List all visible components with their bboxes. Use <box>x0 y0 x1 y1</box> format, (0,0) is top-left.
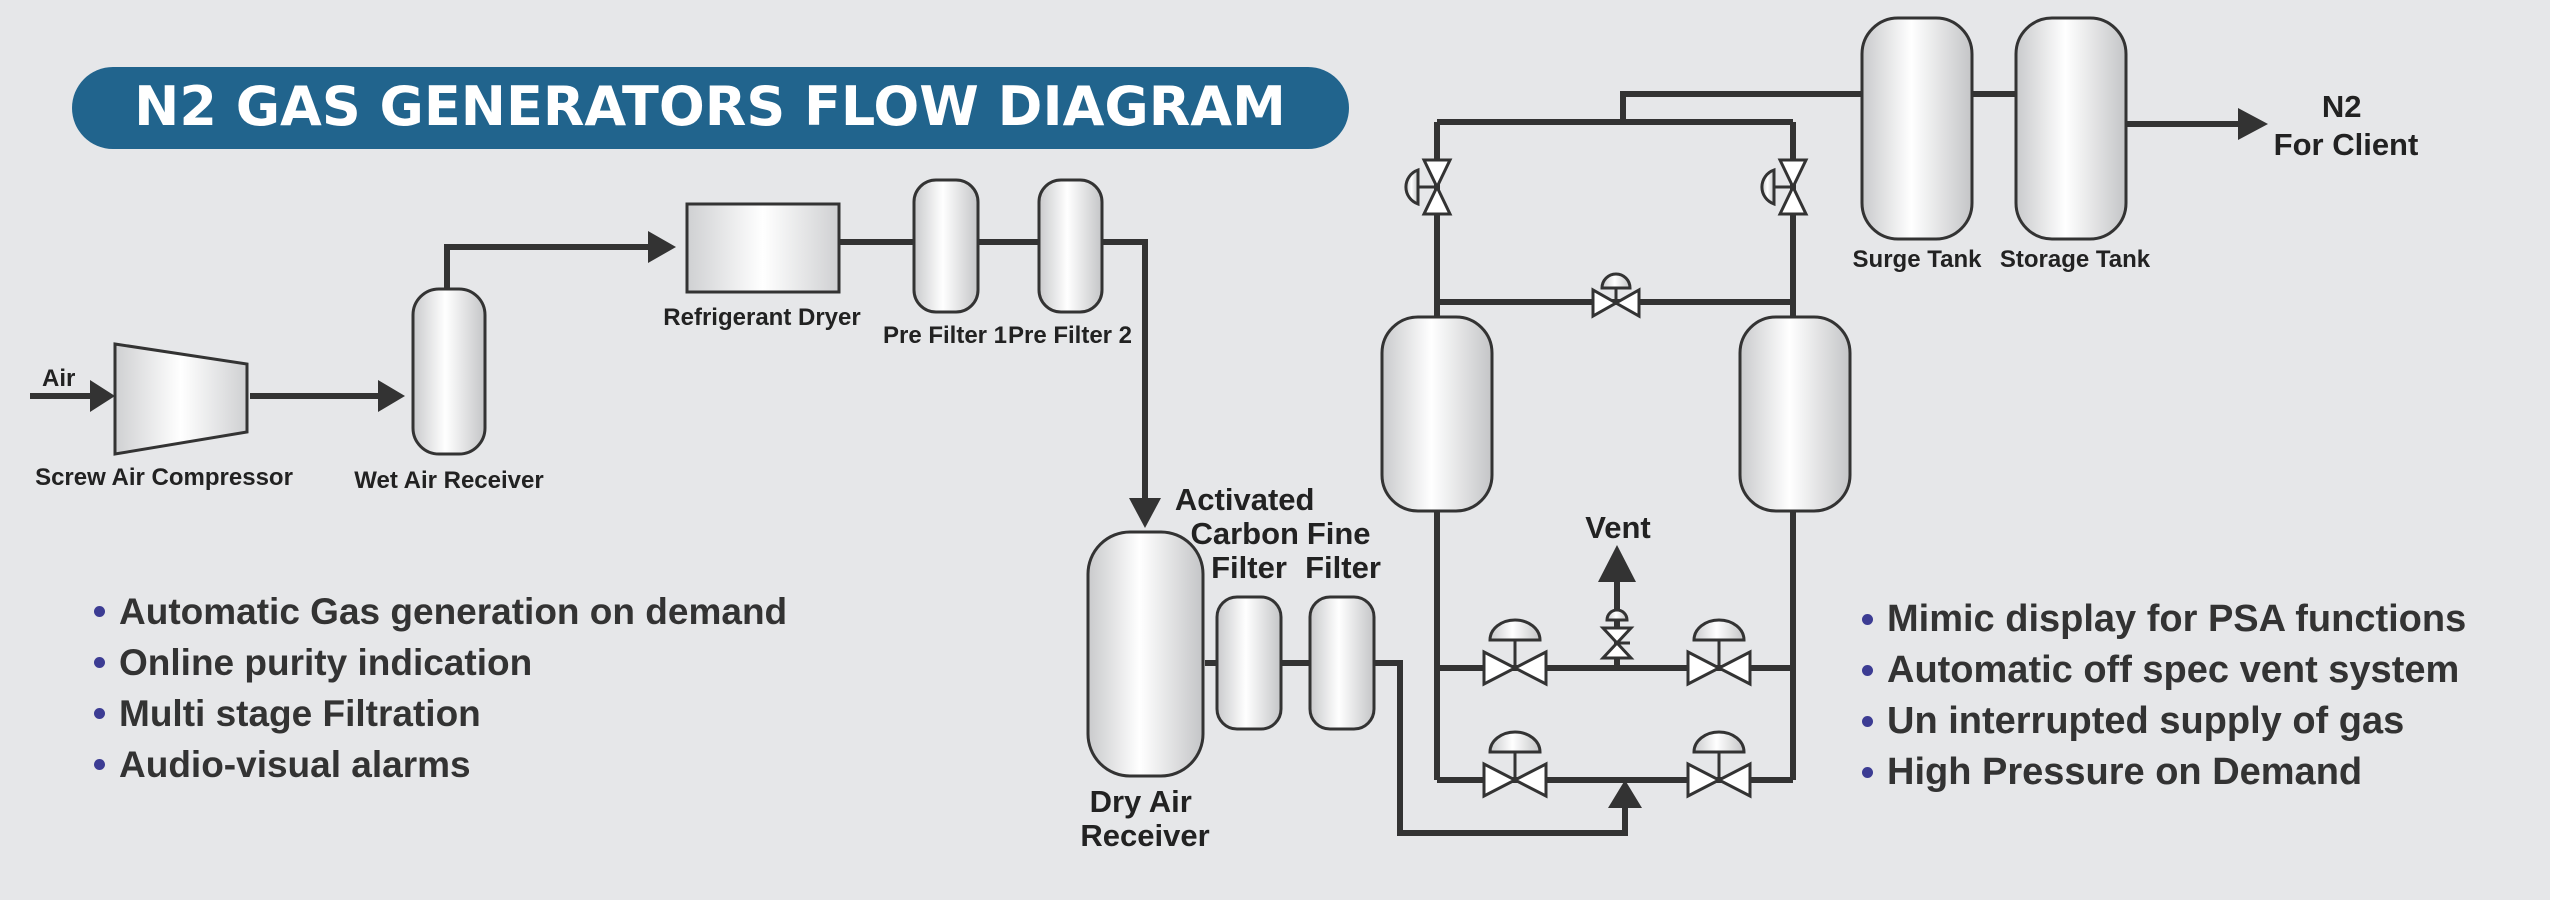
label-air: Air <box>42 365 75 392</box>
features-list-left: Automatic Gas generation on demand Onlin… <box>94 586 787 790</box>
arrow-air-inlet <box>90 380 115 412</box>
label-fine-filter-line-2: Filter <box>1305 550 1381 585</box>
valve-top-left <box>1404 158 1453 216</box>
storage-tank <box>2014 16 2128 241</box>
bullet-icon <box>94 606 105 617</box>
surge-tank <box>1860 16 1974 241</box>
activated-carbon-filter <box>1215 595 1283 731</box>
dry-air-receiver <box>1086 530 1205 778</box>
psa-tower-right <box>1738 315 1852 513</box>
label-screw-air-compressor: Screw Air Compressor <box>35 464 293 491</box>
arrow-into-psa <box>1608 780 1642 808</box>
bullet-icon <box>1862 767 1873 778</box>
label-pre-filter-1: Pre Filter 1 <box>883 322 1007 349</box>
pipe-psa-top-header <box>1437 91 1862 125</box>
feature-item: Automatic off spec vent system <box>1862 645 2466 696</box>
pipe-prefilter2-to-dry-receiver <box>1101 239 1148 500</box>
bullet-icon <box>94 657 105 668</box>
feature-item: Automatic Gas generation on demand <box>94 586 787 637</box>
label-fine-filter-line-1: Fine <box>1307 516 1371 551</box>
label-dry-air-receiver-line-1: Dry Air <box>1090 784 1192 819</box>
features-list-right: Mimic display for PSA functions Automati… <box>1862 594 2466 798</box>
feature-text: Automatic Gas generation on demand <box>119 590 788 632</box>
arrow-receiver-to-dryer <box>648 231 676 263</box>
feature-item: Mimic display for PSA functions <box>1862 594 2466 645</box>
label-fine-filter: Fine Filter <box>1305 516 1381 585</box>
bullet-icon <box>1862 614 1873 625</box>
valve-inlet-left <box>1482 730 1548 799</box>
valve-vent-left <box>1482 618 1548 687</box>
feature-text: Multi stage Filtration <box>119 692 481 734</box>
label-surge-tank: Surge Tank <box>1853 246 1983 273</box>
label-n2-for-client: N2 For Client <box>2274 89 2419 162</box>
label-n2-line-2: For Client <box>2274 127 2419 162</box>
label-dry-air-receiver-line-2: Receiver <box>1080 818 1209 853</box>
bullet-icon <box>1862 665 1873 676</box>
arrow-to-client <box>2238 108 2268 140</box>
label-storage-tank: Storage Tank <box>2000 246 2151 273</box>
arrow-compressor-to-receiver <box>378 380 405 412</box>
bullet-icon <box>94 759 105 770</box>
feature-text: Automatic off spec vent system <box>1887 649 2460 691</box>
feature-item: Online purity indication <box>94 637 787 688</box>
bullet-icon <box>1862 716 1873 727</box>
label-activated-carbon-filter: Activated Carbon Filter <box>1175 482 1323 585</box>
pre-filter-1 <box>912 178 980 314</box>
feature-text: Un interrupted supply of gas <box>1887 700 2405 742</box>
feature-text: High Pressure on Demand <box>1887 751 2363 793</box>
label-activated-carbon-filter-line-3: Filter <box>1211 550 1287 585</box>
label-wet-air-receiver: Wet Air Receiver <box>354 467 543 494</box>
feature-text: Mimic display for PSA functions <box>1887 598 2467 640</box>
pipe-fine-to-psa <box>1372 660 1628 836</box>
pipe-receiver-to-dryer <box>444 244 650 290</box>
wet-air-receiver <box>411 287 487 456</box>
page-title: N2 GAS GENERATORS FLOW DIAGRAM <box>134 75 1286 138</box>
pre-filter-2 <box>1037 178 1104 314</box>
label-dry-air-receiver: Dry Air Receiver <box>1080 784 1209 853</box>
arrow-vent <box>1598 545 1636 582</box>
psa-tower-left <box>1380 315 1494 513</box>
feature-item: Audio-visual alarms <box>94 739 787 790</box>
title-banner-bg <box>72 67 1349 149</box>
valve-equalization <box>1591 272 1641 319</box>
feature-text: Audio-visual alarms <box>119 743 471 785</box>
arrow-to-dry-receiver <box>1129 498 1161 528</box>
fine-filter <box>1308 595 1376 731</box>
label-activated-carbon-filter-line-2: Carbon <box>1190 516 1299 551</box>
feature-item: High Pressure on Demand <box>1862 747 2466 798</box>
feature-item: Un interrupted supply of gas <box>1862 696 2466 747</box>
label-n2-line-1: N2 <box>2322 89 2362 124</box>
valve-vent-center <box>1599 608 1635 660</box>
label-activated-carbon-filter-line-1: Activated <box>1175 482 1315 517</box>
title-banner: N2 GAS GENERATORS FLOW DIAGRAM <box>72 67 1349 149</box>
label-pre-filter-2: Pre Filter 2 <box>1008 322 1132 349</box>
valve-vent-right <box>1686 618 1752 687</box>
feature-text: Online purity indication <box>119 641 533 683</box>
refrigerant-dryer <box>685 202 841 294</box>
screw-air-compressor <box>113 342 249 456</box>
label-refrigerant-dryer: Refrigerant Dryer <box>663 304 860 331</box>
valve-top-right <box>1760 158 1809 216</box>
label-vent: Vent <box>1585 510 1650 545</box>
feature-item: Multi stage Filtration <box>94 688 787 739</box>
valve-inlet-right <box>1686 730 1752 799</box>
bullet-icon <box>94 708 105 719</box>
